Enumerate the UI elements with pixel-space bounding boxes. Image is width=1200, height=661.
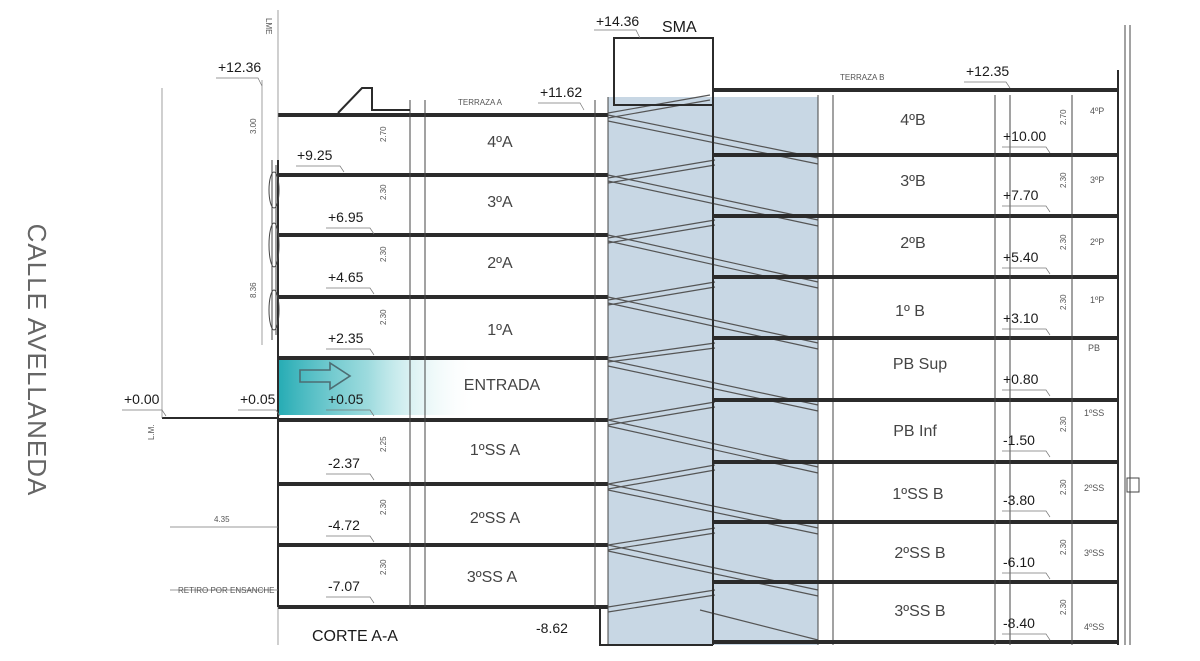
room-label: 1º B (895, 303, 925, 320)
level-a2: +4.65 (328, 269, 364, 285)
level-a4: +9.25 (297, 147, 333, 163)
room-label: 2ºSS B (894, 545, 945, 562)
room-label: PB Inf (893, 423, 937, 440)
section-title: CORTE A-A (312, 628, 398, 645)
dim-height: 2.30 (1059, 234, 1068, 250)
right-tags: 4ºP 3ºP 2ºP 1ºP PB 1ºSS 2ºSS 3ºSS 4ºSS (1084, 106, 1104, 632)
floor-tag: 1ºSS (1084, 408, 1104, 418)
dim-height: 2.25 (379, 436, 388, 452)
building-a-walls (268, 87, 609, 645)
terraza-b-label: TERRAZA B (840, 73, 884, 82)
lme-label: LME (264, 18, 273, 34)
floor-tag: 4ºP (1090, 106, 1104, 116)
building-b-slabs (713, 88, 1118, 644)
room-label: 2ºSS A (470, 510, 521, 527)
dim-height: 2.30 (1059, 416, 1068, 432)
terraza-a-label: TERRAZA A (458, 98, 503, 107)
dim-height: 2.30 (379, 309, 388, 325)
dim-height: 2.30 (1059, 539, 1068, 555)
room-label: 3ºSS B (894, 603, 945, 620)
room-label: 1ºA (487, 322, 513, 339)
level-b4: +10.00 (1003, 128, 1046, 144)
room-label: PB Sup (893, 356, 947, 373)
level-ss1: -2.37 (328, 455, 360, 471)
dim-height: 2.30 (1059, 172, 1068, 188)
dim-height: 2.30 (1059, 599, 1068, 615)
floor-tag: 2ºSS (1084, 483, 1104, 493)
core-structure (599, 37, 834, 646)
room-label: 3ºSS A (467, 569, 518, 586)
floor-tag: 1ºP (1090, 295, 1104, 305)
level-sidewalk: +0.05 (240, 391, 276, 407)
floor-tag: 2ºP (1090, 237, 1104, 247)
level-bss1: -3.80 (1003, 492, 1035, 508)
level-markers (122, 29, 1051, 641)
floor-tag: 3ºSS (1084, 548, 1104, 558)
room-label-entrada: ENTRADA (464, 377, 541, 394)
building-b-walls (994, 25, 1140, 645)
level-ss3: -7.07 (328, 578, 360, 594)
entrada-highlight (278, 360, 478, 415)
rooms-b: 4ºB 3ºB 2ºB 1º B PB Sup PB Inf 1ºSS B 2º… (892, 112, 947, 620)
level-pbsup: +0.80 (1003, 371, 1039, 387)
level-roof-a: +12.36 (218, 59, 261, 75)
room-label: 3ºA (487, 194, 513, 211)
sma-label: SMA (662, 19, 697, 36)
room-label: 3ºB (900, 173, 925, 190)
dim-height: 2.70 (1059, 109, 1068, 125)
dim-height: 2.30 (379, 246, 388, 262)
level-bss2: -6.10 (1003, 554, 1035, 570)
level-bss3: -8.40 (1003, 615, 1035, 631)
room-label: 2ºA (487, 255, 513, 272)
level-ss2: -4.72 (328, 517, 360, 533)
level-b1: +3.10 (1003, 310, 1039, 326)
room-label: 1ºSS B (892, 486, 943, 503)
room-label: 1ºSS A (470, 442, 521, 459)
level-roof-b: +12.35 (966, 63, 1009, 79)
street-ground (161, 10, 279, 645)
dim-height: 2.70 (379, 126, 388, 142)
level-a3: +6.95 (328, 209, 364, 225)
setback-note: RETIRO POR ENSANCHE (178, 586, 274, 595)
floor-tag: 4ºSS (1084, 622, 1104, 632)
level-street: +0.00 (124, 391, 160, 407)
street-label: CALLE AVELLANEDA (22, 224, 52, 497)
building-a-slabs (278, 113, 608, 609)
level-labels: +14.36 +12.36 +11.62 +12.35 +9.25 +6.95 … (124, 13, 1046, 636)
dim-height: 2.30 (379, 559, 388, 575)
level-entrada: +0.05 (328, 391, 364, 407)
room-label: 2ºB (900, 235, 925, 252)
dim-vertical: 8.36 (249, 282, 258, 298)
floor-tag: 3ºP (1090, 175, 1104, 185)
floor-tag: PB (1088, 343, 1100, 353)
entry-arrow-icon (299, 361, 352, 391)
dim-vertical: 3.00 (249, 118, 258, 134)
level-a1: +2.35 (328, 330, 364, 346)
level-b2: +5.40 (1003, 249, 1039, 265)
level-b3: +7.70 (1003, 187, 1039, 203)
room-label: 4ºA (487, 134, 513, 151)
dim-vertical: L.M. (147, 424, 156, 440)
dimension-notes: 2.30 2.30 2.30 2.25 2.30 2.30 2.70 2.70 … (147, 109, 1068, 615)
dim-height: 2.30 (1059, 294, 1068, 310)
dim-height: 2.30 (379, 499, 388, 515)
dim-height: 2.30 (379, 184, 388, 200)
level-pbinf: -1.50 (1003, 432, 1035, 448)
dim-height: 2.30 (1059, 479, 1068, 495)
rooms-a: 4ºA 3ºA 2ºA 1ºA ENTRADA 1ºSS A 2ºSS A 3º… (464, 134, 541, 586)
level-ramp-top: +11.62 (540, 84, 582, 100)
level-sma: +14.36 (596, 13, 639, 29)
dim-setback: 4.35 (214, 515, 230, 524)
room-label: 4ºB (900, 112, 925, 129)
level-pit: -8.62 (536, 620, 568, 636)
